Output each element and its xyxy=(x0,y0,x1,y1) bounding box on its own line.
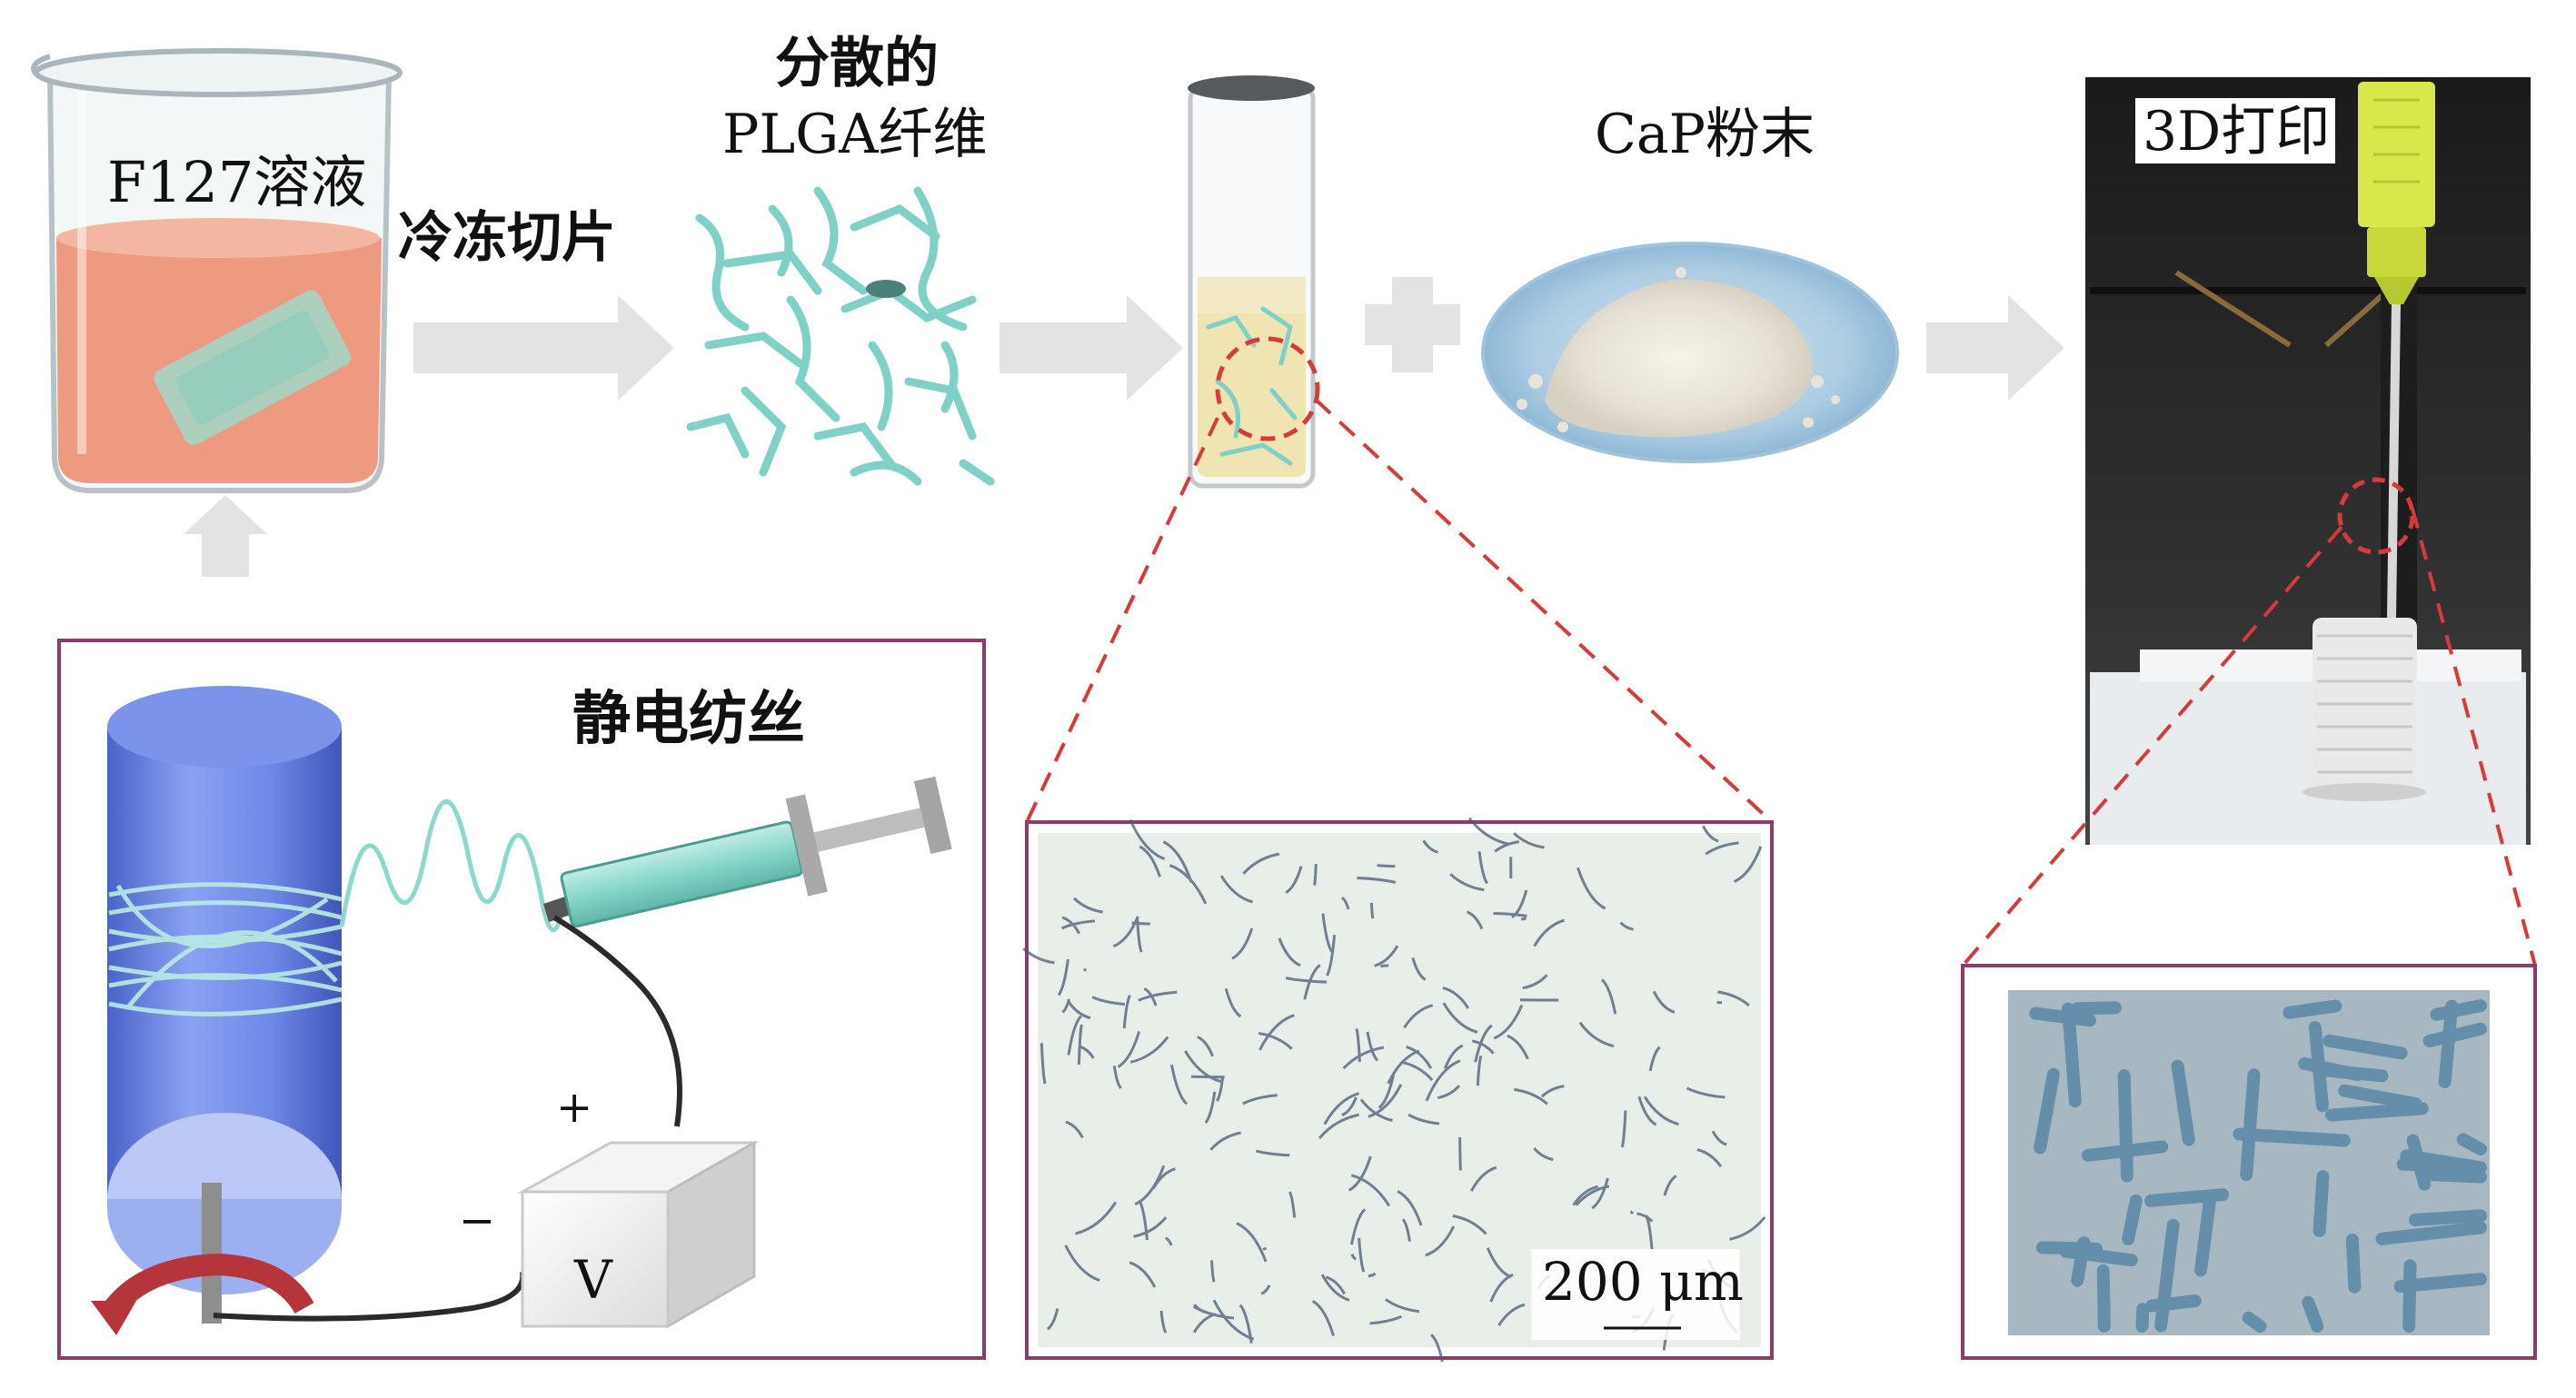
label-positive: + xyxy=(556,1086,592,1129)
micro-fiber xyxy=(1460,1137,1461,1171)
printed-fiber xyxy=(2201,1202,2210,1271)
printed-fiber xyxy=(2246,1075,2253,1175)
printed-fiber xyxy=(2142,1309,2143,1326)
label-electrospinning: 静电纺丝 xyxy=(572,690,805,749)
plga-fibers-icon xyxy=(691,191,990,481)
label-plga-fibers: PLGA纤维 xyxy=(722,107,987,162)
printed-fiber xyxy=(2077,1243,2084,1280)
arrow-right-icon xyxy=(1926,295,2064,401)
printed-fiber xyxy=(2320,1176,2323,1231)
beaker-icon xyxy=(34,51,400,491)
arrow-up-icon xyxy=(184,495,267,577)
printed-fiber xyxy=(2332,1108,2422,1115)
printed-fiber xyxy=(2319,1070,2382,1076)
printed-fiber xyxy=(2437,1006,2481,1015)
printed-scaffold-icon xyxy=(2302,618,2426,801)
micro-fiber xyxy=(1371,903,1373,918)
label-voltage: V xyxy=(574,1254,612,1306)
label-f127-solution: F127溶液 xyxy=(107,154,366,211)
plus-icon xyxy=(1365,277,1460,372)
printed-fiber xyxy=(2289,1006,2335,1013)
micro-fiber xyxy=(1380,966,1388,967)
label-scalebar: 200 μm xyxy=(1542,1255,1744,1308)
micrograph-printed xyxy=(1963,966,2535,1358)
test-tube-icon xyxy=(1188,75,1318,486)
printed-fiber xyxy=(2308,1303,2317,1326)
printed-fiber xyxy=(2151,1195,2223,1201)
collector-drum-icon xyxy=(91,686,342,1335)
cap-powder-icon xyxy=(1483,243,1897,461)
arrow-right-icon xyxy=(413,295,674,401)
printed-fiber xyxy=(2352,1240,2354,1287)
printed-fiber xyxy=(2124,1076,2127,1175)
printer-photo xyxy=(2085,77,2531,845)
printed-fiber xyxy=(2401,1279,2481,1286)
printed-fiber xyxy=(2249,1318,2261,1326)
micro-fiber xyxy=(1315,864,1317,886)
label-3d-printing: 3D打印 xyxy=(2143,104,2330,159)
printed-fiber xyxy=(2068,1009,2075,1102)
label-negative: − xyxy=(459,1199,495,1243)
printed-fiber xyxy=(2409,1265,2410,1326)
printed-fiber xyxy=(2128,1201,2136,1239)
fiber-cluster-knot-icon xyxy=(866,280,906,298)
printed-fiber xyxy=(2077,1007,2115,1008)
printed-fiber xyxy=(2415,1215,2481,1220)
arrow-right-icon xyxy=(1000,295,1183,401)
label-cap-powder: CaP粉末 xyxy=(1595,107,1815,162)
printed-fiber xyxy=(2463,1139,2481,1148)
micro-fiber xyxy=(1521,918,1526,919)
micro-fiber xyxy=(1263,1248,1267,1249)
printed-fiber xyxy=(2426,1175,2481,1177)
label-dispersed: 分散的 xyxy=(775,36,939,91)
printed-fiber xyxy=(2445,1006,2452,1082)
micro-fiber xyxy=(1377,866,1395,867)
label-freeze-cut: 冷冻切片 xyxy=(398,211,616,265)
nozzle-icon xyxy=(2358,82,2435,304)
